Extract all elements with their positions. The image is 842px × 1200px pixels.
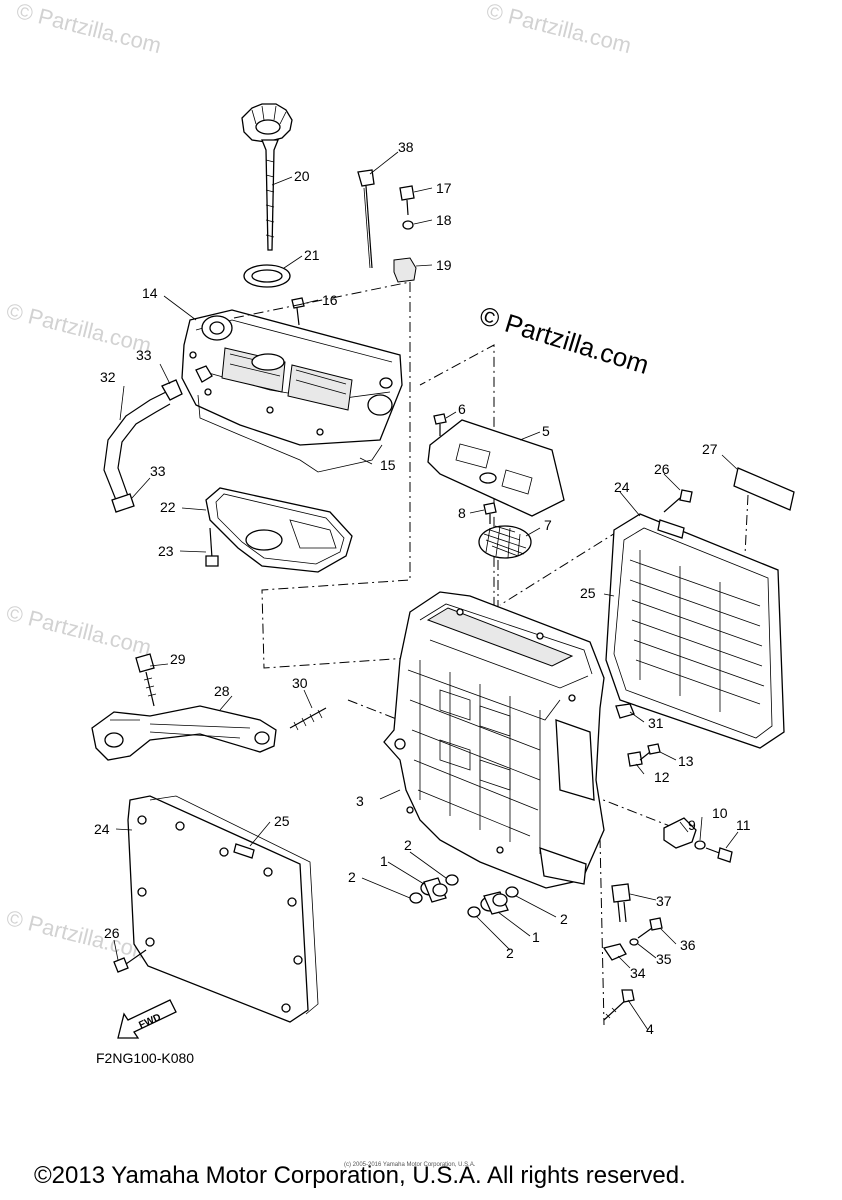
washer-10 (694, 840, 706, 850)
callout-2: 2 (506, 945, 514, 961)
callout-1: 1 (380, 853, 388, 869)
callout-25: 25 (580, 585, 596, 601)
callout-37: 37 (656, 893, 672, 909)
bolt-26-left (113, 949, 147, 973)
callout-1: 1 (532, 929, 540, 945)
callout-19: 19 (436, 257, 452, 273)
callout-11: 11 (736, 817, 751, 833)
callout-34: 34 (630, 965, 646, 981)
screen-7 (478, 525, 532, 559)
o-ring-2 (409, 892, 423, 904)
callout-15: 15 (380, 457, 396, 473)
callout-21: 21 (304, 247, 320, 263)
callout-7: 7 (544, 517, 552, 533)
callout-10: 10 (712, 805, 728, 821)
callout-18: 18 (436, 212, 452, 228)
callout-24: 24 (94, 821, 110, 837)
bolt-36 (637, 917, 663, 939)
cover-left (127, 795, 319, 1023)
label-27 (733, 467, 795, 511)
callout-29: 29 (170, 651, 186, 667)
o-ring-2 (467, 906, 481, 918)
bolt-11 (705, 847, 733, 863)
callout-14: 14 (142, 285, 158, 301)
fwd-arrow-icon: FWD (117, 999, 177, 1039)
o-ring-2 (505, 886, 519, 898)
bolt-6 (433, 413, 447, 436)
callout-4: 4 (646, 1021, 654, 1037)
oil-filler-cap (241, 103, 293, 251)
callout-23: 23 (158, 543, 174, 559)
callout-35: 35 (656, 951, 672, 967)
footer-small-print: (c) 2005-2016 Yamaha Motor Corporation, … (344, 1162, 476, 1168)
bolt-26-right (663, 489, 693, 513)
washer-35 (629, 938, 639, 946)
diagram-code: F2NG100-K080 (96, 1050, 195, 1066)
cable-tie-38 (357, 169, 375, 269)
callout-28: 28 (214, 683, 230, 699)
callout-24: 24 (614, 479, 630, 495)
seal-21 (243, 264, 291, 288)
sensor-9 (663, 817, 697, 849)
callout-5: 5 (542, 423, 550, 439)
stud-30 (289, 707, 327, 731)
callout-2: 2 (560, 911, 568, 927)
bolt-8 (483, 502, 497, 524)
callout-20: 20 (294, 168, 310, 184)
callout-16: 16 (322, 292, 338, 308)
callout-26: 26 (654, 461, 670, 477)
main-body-3 (383, 591, 605, 889)
bolt-13 (639, 743, 661, 761)
callout-22: 22 (160, 499, 176, 515)
callout-9: 9 (688, 817, 696, 833)
callout-17: 17 (436, 180, 452, 196)
callout-3: 3 (356, 793, 364, 809)
callout-25: 25 (274, 813, 290, 829)
callout-30: 30 (292, 675, 308, 691)
callout-13: 13 (678, 753, 694, 769)
leader-lines (113, 151, 739, 1031)
callout-33: 33 (150, 463, 166, 479)
clip-34 (602, 943, 627, 961)
hose-32 (103, 379, 183, 513)
plug-31 (615, 703, 635, 719)
bolt-23 (205, 527, 219, 567)
clamp-19 (393, 257, 417, 283)
callout-8: 8 (458, 505, 466, 521)
cylinder-head-cover (181, 309, 403, 446)
callouts: 20 21 14 16 38 17 18 19 33 32 33 15 22 2… (94, 139, 751, 1037)
sender-37 (611, 883, 631, 923)
callout-2: 2 (404, 837, 412, 853)
cover-right (605, 513, 785, 749)
bracket-28 (91, 705, 277, 761)
callout-38: 38 (398, 139, 414, 155)
plate-5 (427, 419, 565, 517)
callout-12: 12 (654, 769, 670, 785)
union-1-right (480, 891, 509, 915)
bolt-4 (603, 989, 635, 1021)
gasket-22 (205, 487, 353, 573)
callout-27: 27 (702, 441, 718, 457)
callout-36: 36 (680, 937, 696, 953)
callout-33: 33 (136, 347, 152, 363)
bolt-16 (291, 297, 305, 326)
washer-18 (402, 220, 414, 230)
union-1-left (420, 877, 448, 903)
head-cover-gasket (197, 394, 383, 473)
callout-26: 26 (104, 925, 120, 941)
callout-31: 31 (648, 715, 664, 731)
o-ring-2 (445, 874, 459, 886)
callout-32: 32 (100, 369, 116, 385)
bolt-17 (399, 185, 415, 216)
footer-copyright: ©2013 Yamaha Motor Corporation, U.S.A. A… (34, 1162, 686, 1189)
callout-6: 6 (458, 401, 466, 417)
callout-2: 2 (348, 869, 356, 885)
bolt-29 (135, 653, 157, 707)
clip-12 (627, 751, 643, 767)
